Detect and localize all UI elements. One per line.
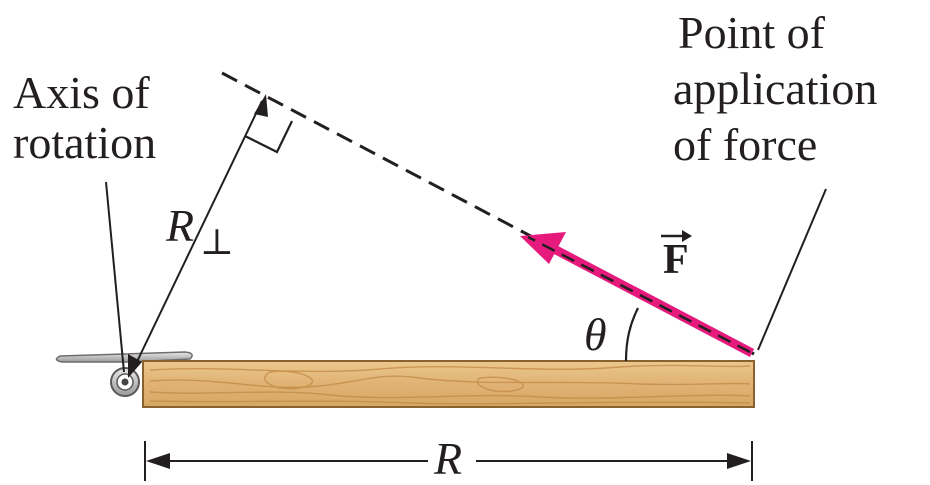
axis-label-line1: Axis of (13, 67, 150, 118)
right-angle-marker (244, 120, 293, 154)
axis-leader-line (105, 181, 125, 373)
point-leader-line (757, 188, 827, 351)
force-vector (520, 232, 755, 357)
theta-arc (624, 307, 639, 362)
theta-label: θ (584, 309, 607, 360)
axis-label-line2: rotation (13, 117, 157, 168)
force-label: F (663, 237, 689, 283)
wooden-board (142, 360, 755, 408)
r-perp-label: R (166, 200, 195, 251)
point-label-line1: Point of (678, 7, 825, 58)
point-label-line2: application (673, 63, 878, 114)
r-dimension (144, 441, 753, 481)
perp-subscript: ⊥ (200, 222, 234, 262)
r-label: R (434, 433, 463, 484)
vector-hat-icon (661, 230, 692, 242)
axis-of-rotation-pivot (110, 367, 140, 397)
point-label-line3: of force (673, 119, 818, 170)
lever-arm-arrow (128, 94, 268, 378)
